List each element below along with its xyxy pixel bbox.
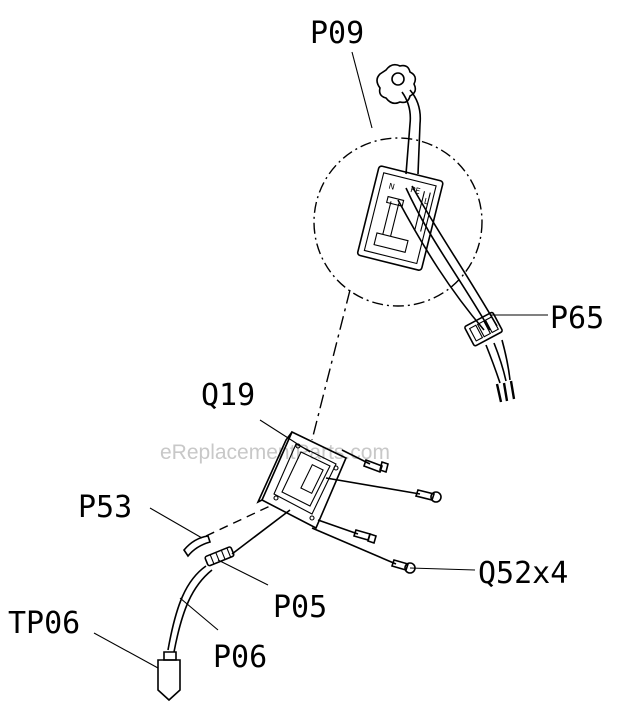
label-p65: P65 xyxy=(550,301,604,336)
label-p05: P05 xyxy=(273,590,327,625)
ring-terminal-icon xyxy=(376,63,422,175)
svg-text:L: L xyxy=(423,197,430,207)
detail-leader xyxy=(311,289,351,441)
label-q52: Q52x4 xyxy=(478,556,568,591)
label-p09: P09 xyxy=(310,16,364,51)
screw-icon xyxy=(325,477,442,503)
leader-lines xyxy=(93,51,548,669)
label-p53: P53 xyxy=(78,490,132,525)
label-p06: P06 xyxy=(213,640,267,675)
q19-switch-box xyxy=(256,430,348,530)
detail-circle xyxy=(313,137,483,307)
screw-icon xyxy=(341,449,389,474)
p65-connector xyxy=(464,311,516,403)
svg-text:N: N xyxy=(388,182,396,192)
screw-icon xyxy=(317,519,377,545)
cable-assembly xyxy=(157,505,291,702)
p09-detail: N PE L xyxy=(313,63,498,331)
label-tp06: TP06 xyxy=(8,606,80,641)
dashed-link xyxy=(205,505,271,537)
label-q19: Q19 xyxy=(201,378,255,413)
watermark: eReplacementParts.com xyxy=(160,441,390,464)
screw-icon xyxy=(311,527,416,574)
